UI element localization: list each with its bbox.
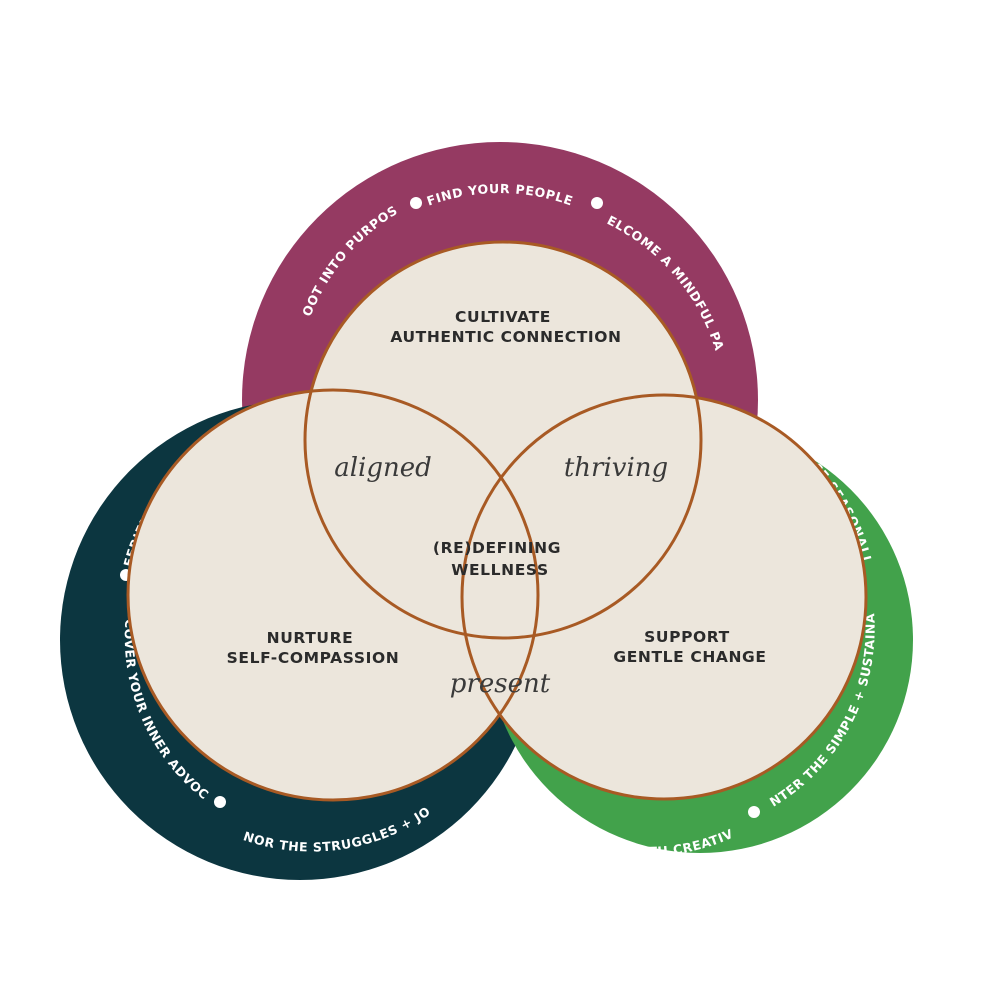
- overlap-label-present: present: [450, 669, 551, 699]
- left-inner-circle-outline: [126, 388, 540, 802]
- ring-separator-dot: [748, 806, 760, 818]
- center-title: (RE)DEFINING WELLNESS: [433, 539, 567, 579]
- ring-separator-dot: [410, 197, 422, 209]
- left-circle-title: NURTURE SELF-COMPASSION: [227, 629, 400, 667]
- right-inner-circle-outline: [460, 393, 868, 801]
- center-title-line2: WELLNESS: [451, 561, 548, 579]
- inner-outlines: [126, 240, 868, 802]
- center-title-line1: (RE)DEFINING: [433, 539, 561, 557]
- left-inner-circle-fill: [128, 390, 538, 800]
- right-circle-title: SUPPORT GENTLE CHANGE: [613, 628, 766, 666]
- ring-separator-dot: [214, 796, 226, 808]
- right-title-line2: GENTLE CHANGE: [613, 648, 766, 666]
- left-title-line1: NURTURE: [267, 629, 354, 647]
- inner-fills: [128, 242, 866, 800]
- left-title-line2: SELF-COMPASSION: [227, 649, 400, 667]
- top-inner-circle-outline: [303, 240, 703, 640]
- right-title-line1: SUPPORT: [644, 628, 730, 646]
- top-circle-title: CULTIVATE AUTHENTIC CONNECTION: [390, 308, 621, 346]
- top-title-line2: AUTHENTIC CONNECTION: [390, 328, 621, 346]
- ring-separator-dot: [591, 197, 603, 209]
- overlap-label-thriving: thriving: [564, 453, 668, 483]
- top-title-line1: CULTIVATE: [455, 308, 551, 326]
- right-inner-circle-fill: [462, 395, 866, 799]
- overlap-label-aligned: aligned: [334, 453, 432, 483]
